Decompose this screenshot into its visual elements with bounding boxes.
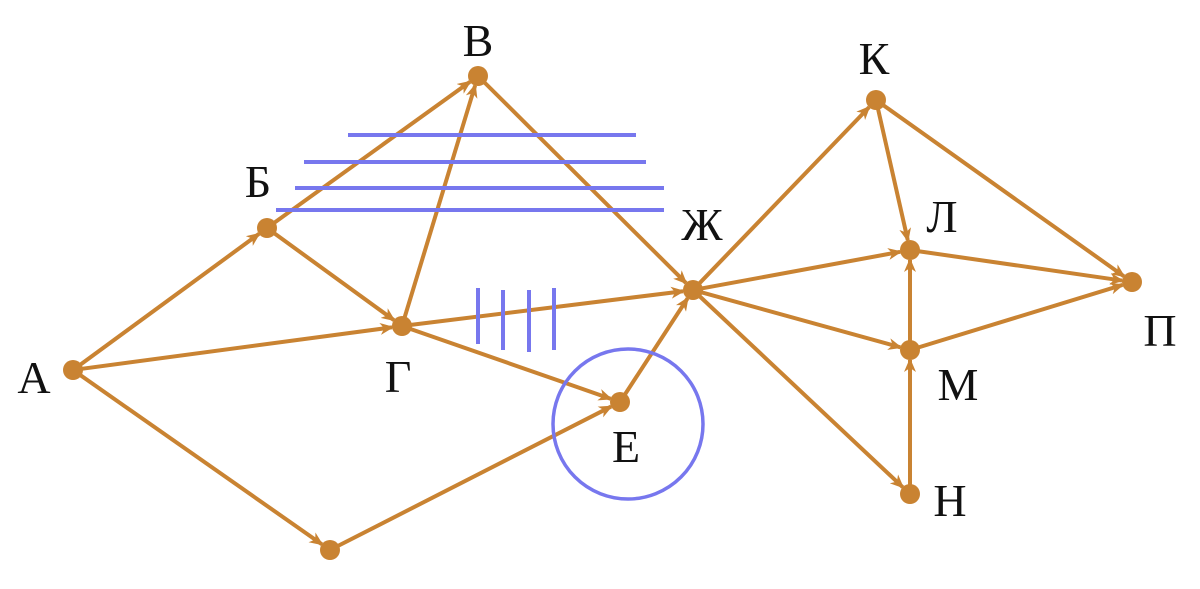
node-label-E: Е [612,421,640,472]
edge-ZH-N [696,292,905,489]
node-label-B: Б [245,156,271,207]
edge-G-E [407,326,613,401]
node-label-M: М [938,359,979,410]
node-M [900,340,920,360]
edge-ZH-K [695,105,871,288]
edges-layer [76,78,1126,550]
edge-K-L [875,105,911,243]
node-label-P: П [1143,305,1176,356]
edge-G-ZH [407,286,686,328]
labels-layer: А Б В Г Е Ж К Л М Н П [17,15,1176,526]
edge-ZH-L [698,248,903,291]
node-label-ZH: Ж [681,199,723,250]
node-K [866,90,886,110]
edge-L-P [915,248,1125,285]
edge-U-E [334,404,613,550]
edge-V-ZH [480,78,688,285]
edge-E-ZH [621,296,690,399]
node-V [468,66,488,86]
edge-K-P [879,101,1126,278]
node-label-G: Г [385,351,412,402]
node-B [257,218,277,238]
node-L [900,240,920,260]
node-U [320,540,340,560]
node-N [900,484,920,504]
circle-mark-node-E [551,347,705,501]
node-ZH [683,280,703,300]
edge-ZH-M [698,289,903,350]
edge-A-B [76,232,261,369]
node-A [63,360,83,380]
edge-B-V [270,80,472,227]
edge-G-V [401,83,478,321]
marks-layer [276,133,705,501]
node-label-K: К [859,33,890,84]
edge-M-P [915,282,1125,351]
node-G [392,316,412,336]
node-P [1122,272,1142,292]
node-E [610,392,630,412]
node-label-L: Л [926,191,957,242]
nodes-layer [63,66,1142,560]
node-label-V: В [463,15,494,66]
edge-A-G [78,322,395,372]
edge-A-U [76,371,324,546]
edge-B-G [270,229,396,322]
node-label-A: А [17,352,50,403]
node-label-N: Н [933,475,966,526]
